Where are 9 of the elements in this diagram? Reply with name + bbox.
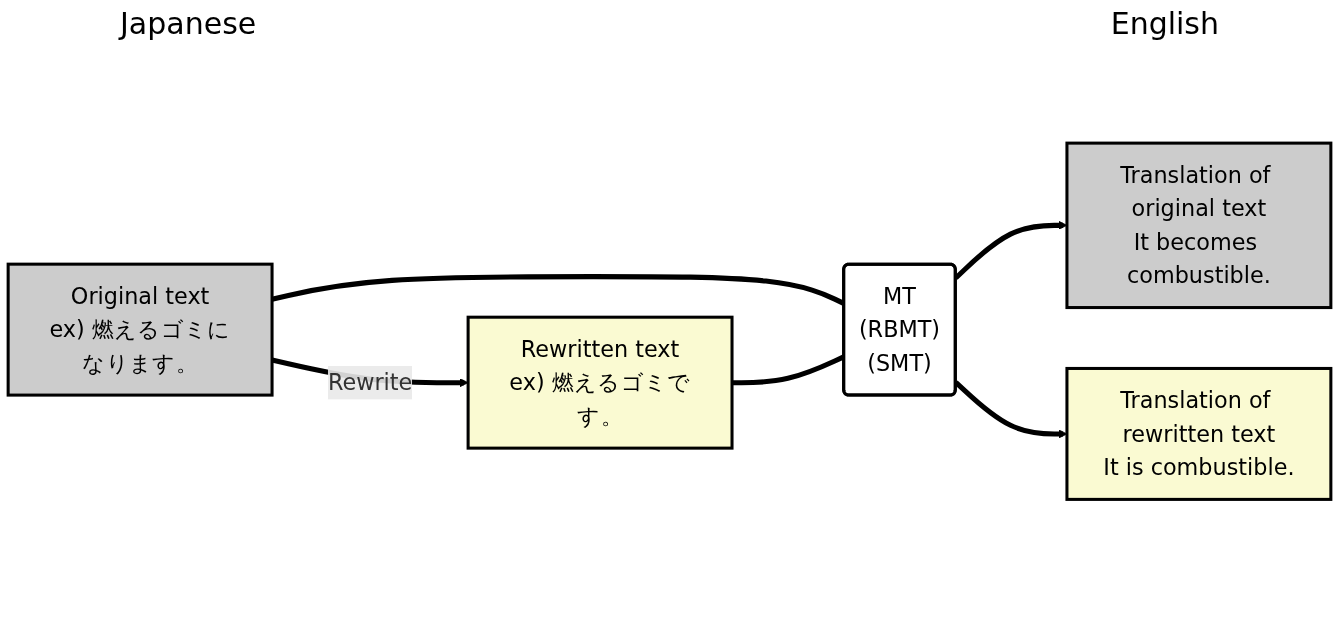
node-box: Translation of original text It becomes combustible. [1065, 141, 1333, 309]
node-box: Original text ex) 燃えるゴミになります。 [6, 262, 274, 397]
edge-label: Rewrite [327, 369, 413, 396]
column-heading: Japanese [120, 6, 257, 41]
node-box: Translation of rewritten text It is combustible. [1065, 366, 1333, 501]
arrow [954, 380, 1068, 439]
column-heading: English [1110, 6, 1219, 41]
arrow [954, 220, 1068, 280]
node-box: Rewritten text ex) 燃えるゴミです。 [466, 315, 734, 450]
